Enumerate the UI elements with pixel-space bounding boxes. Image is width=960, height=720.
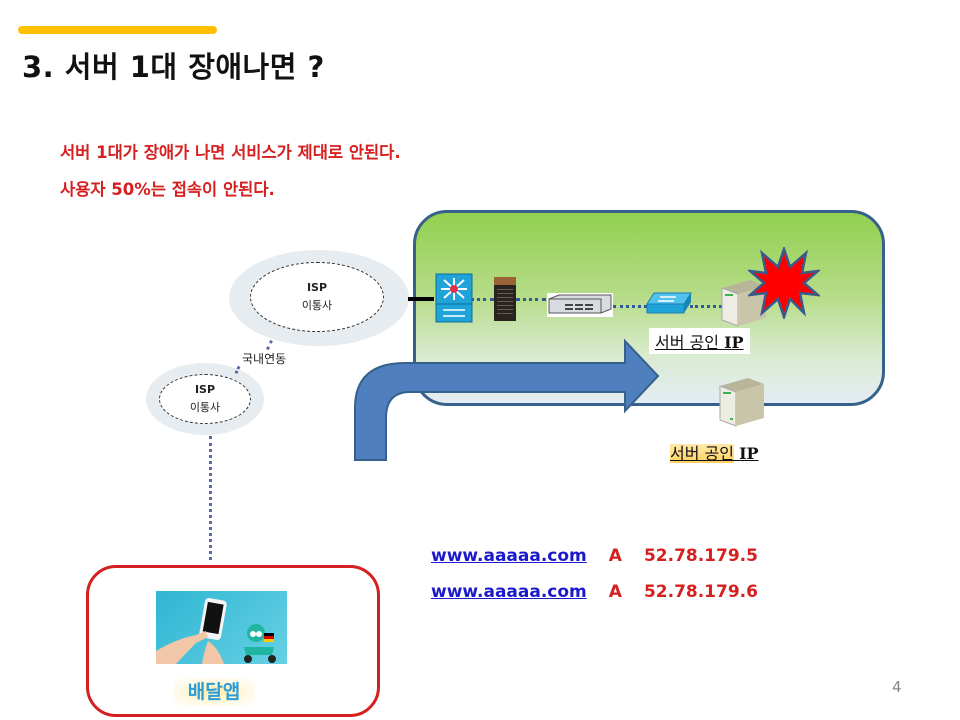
server-2-label-text: 서버 공인	[670, 444, 734, 463]
server-2-ip-label: 서버 공인 IP	[664, 439, 765, 465]
description-line-2: 사용자 50%는 접속이 안된다.	[60, 180, 275, 199]
phone-hand-icon	[156, 598, 276, 664]
dns-host-link[interactable]: www.aaaaa.com	[431, 582, 587, 602]
explosion-icon	[748, 247, 820, 319]
server-1-label-suffix: IP	[724, 333, 744, 352]
slide-title: 3. 서버 1대 장애나면 ?	[22, 50, 325, 84]
load-balancer-icon	[547, 293, 613, 317]
isp-cloud-bottom: ISP 이통사	[146, 363, 264, 435]
uplink-line	[408, 297, 434, 301]
server-1-icon	[721, 280, 766, 327]
isp-bottom-sublabel: 이통사	[189, 401, 221, 414]
isp-top-sublabel: 이통사	[301, 299, 333, 312]
dns-record-ip: 52.78.179.6	[643, 582, 758, 602]
isp-bottom-label: ISP	[194, 383, 216, 396]
server-1-ip-label: 서버 공인 IP	[649, 328, 750, 354]
dns-host-link[interactable]: www.aaaaa.com	[431, 546, 587, 566]
server-1-label-text: 서버 공인	[655, 333, 719, 352]
delivery-app-image	[156, 591, 287, 664]
client-link-line	[209, 436, 212, 560]
dns-record-type: A	[608, 546, 622, 566]
page-number: 4	[892, 678, 902, 696]
server-2-icon	[719, 378, 764, 427]
domestic-peering-label: 국내연동	[242, 352, 287, 366]
link-2	[516, 298, 546, 301]
l2-switch-icon	[646, 292, 692, 314]
description-line-1: 서버 1대가 장애가 나면 서비스가 제대로 안된다.	[60, 143, 401, 162]
isp-bottom-inner: ISP 이통사	[159, 374, 251, 424]
dns-record-1: www.aaaaa.com A 52.78.179.5	[431, 546, 758, 566]
traffic-arrow-icon	[354, 338, 660, 461]
server-2-label-suffix: IP	[739, 444, 759, 463]
dns-record-type: A	[608, 582, 622, 602]
link-4	[690, 305, 722, 308]
link-3	[613, 305, 647, 308]
dns-record-ip: 52.78.179.5	[643, 546, 758, 566]
client-app-label: 배달앱	[173, 678, 255, 706]
l3-switch-icon	[435, 273, 473, 323]
isp-top-label: ISP	[306, 281, 328, 294]
isp-top-inner: ISP 이통사	[250, 262, 384, 332]
dns-record-2: www.aaaaa.com A 52.78.179.6	[431, 582, 758, 602]
firewall-icon	[494, 277, 516, 321]
link-1	[470, 298, 494, 301]
isp-cloud-top: ISP 이통사	[229, 250, 409, 346]
title-accent-bar	[18, 26, 217, 34]
peering-link-top	[266, 339, 273, 351]
